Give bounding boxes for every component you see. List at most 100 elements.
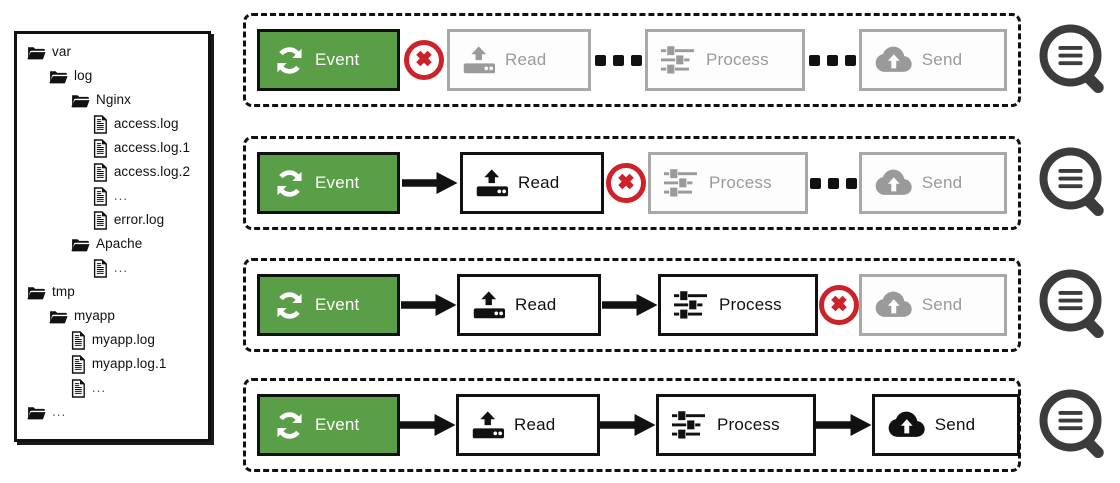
stage-icon-process [672,409,708,441]
connector-arrow [600,410,656,440]
log-search-button[interactable] [1038,268,1112,342]
connector-error[interactable] [604,163,648,203]
tree-folder-row[interactable]: Apache [17,232,208,256]
tree-item-label: Apache [96,236,143,251]
pipeline-stage-strip: Event Read Process Send [243,378,1021,472]
tree-item-label: ... [113,260,129,275]
tree-folder-row[interactable]: log [17,64,208,88]
stage-card-process[interactable]: Process [656,394,817,457]
tree-item-label: access.log [113,116,179,131]
refresh-cycle-icon [277,291,302,319]
pipeline-dashed-frame [243,13,1021,107]
sliders-icon [674,291,707,319]
log-search-button[interactable] [1038,23,1112,97]
tree-file-row[interactable]: error.log [17,208,208,232]
sliders-icon [672,411,705,439]
stage-card-read[interactable]: Read [457,274,602,337]
stage-icon-read [473,289,506,322]
stage-icon-process [674,289,710,321]
ellipsis-dots-icon [810,177,857,189]
stage-card-event[interactable]: Event [257,29,401,92]
harddrive-upload-icon [463,45,496,73]
log-search-icon[interactable] [1038,146,1112,220]
tree-file-row[interactable]: access.log.2 [17,160,208,184]
stage-label: Read [514,415,556,434]
stage-card-event[interactable]: Event [257,274,401,337]
tree-folder-row[interactable]: tmp [17,280,208,304]
stage-card-process[interactable]: Process [645,29,806,92]
connector-arrow [400,290,457,320]
tree-file-row[interactable]: myapp.log [17,328,208,352]
stage-card-send[interactable]: Send [859,29,1008,92]
connector-error[interactable] [818,285,859,325]
tree-file-row[interactable]: ... [17,256,208,280]
tree-file-row[interactable]: ... [17,376,208,400]
stage-card-event[interactable]: Event [257,152,401,215]
stage-icon-process [664,167,700,199]
file-icon [93,210,107,230]
stage-icon-event [273,409,306,442]
log-search-button[interactable] [1038,146,1112,220]
stage-icon-process [661,44,697,76]
stage-card-read[interactable]: Read [447,29,592,92]
tree-item-label: error.log [113,212,165,227]
error-circle-x-icon[interactable] [606,163,646,203]
tree-file-row[interactable]: access.log.1 [17,136,208,160]
stage-label: Send [921,173,963,192]
log-search-button[interactable] [1038,388,1112,462]
folder-icon [27,407,46,420]
pipeline-dashed-frame [243,258,1021,352]
pipeline-row: Event Read Process Send [243,13,1021,107]
file-icon [71,354,85,374]
log-search-icon[interactable] [1038,388,1112,462]
stage-label: Send [921,295,963,314]
connector-pending [805,54,859,66]
harddrive-upload-icon [472,410,505,438]
error-circle-x-icon[interactable] [818,285,859,325]
ellipsis-dots-icon [594,54,642,66]
tree-item-label: ... [113,188,129,203]
arrow-right-icon [402,172,458,194]
sliders-icon [664,169,697,197]
tree-file-row[interactable]: ... [17,184,208,208]
stage-icon-event [273,167,306,200]
log-search-icon[interactable] [1038,268,1112,342]
tree-item-label: access.log.1 [113,140,191,155]
stage-label: Read [518,173,560,192]
tree-folder-row[interactable]: ... [17,400,208,424]
stage-card-read[interactable]: Read [460,152,605,215]
pipeline-row: Event Read Process Send [243,258,1021,352]
stage-icon-event [273,289,306,322]
tree-folder-row[interactable]: myapp [17,304,208,328]
connector-pending [808,177,859,189]
connector-arrow [601,290,658,320]
cloud-upload-icon [875,46,912,72]
tree-item-label: log [74,68,93,83]
connector-error[interactable] [400,40,447,80]
tree-file-row[interactable]: myapp.log.1 [17,352,208,376]
file-icon [71,330,85,350]
stage-label: Event [315,173,360,192]
stage-label: Event [315,415,360,434]
stage-card-process[interactable]: Process [658,274,819,337]
pipeline-row: Event Read Process Send [243,378,1021,472]
cloud-upload-icon [875,291,912,317]
stage-card-read[interactable]: Read [456,394,601,457]
stage-label: Read [505,50,547,69]
stage-card-process[interactable]: Process [648,152,809,215]
stage-icon-send [875,289,913,321]
connector-arrow [816,410,872,440]
stage-label: Event [315,50,360,69]
arrow-right-icon [600,414,656,436]
stage-icon-send [875,44,913,76]
tree-folder-row[interactable]: var [17,40,208,64]
stage-card-send[interactable]: Send [859,274,1008,337]
stage-card-send[interactable]: Send [872,394,1021,457]
log-search-icon[interactable] [1038,23,1112,97]
error-circle-x-icon[interactable] [403,40,444,80]
tree-folder-row[interactable]: Nginx [17,88,208,112]
tree-file-row[interactable]: access.log [17,112,208,136]
stage-card-send[interactable]: Send [859,152,1008,215]
stage-card-event[interactable]: Event [257,394,401,457]
